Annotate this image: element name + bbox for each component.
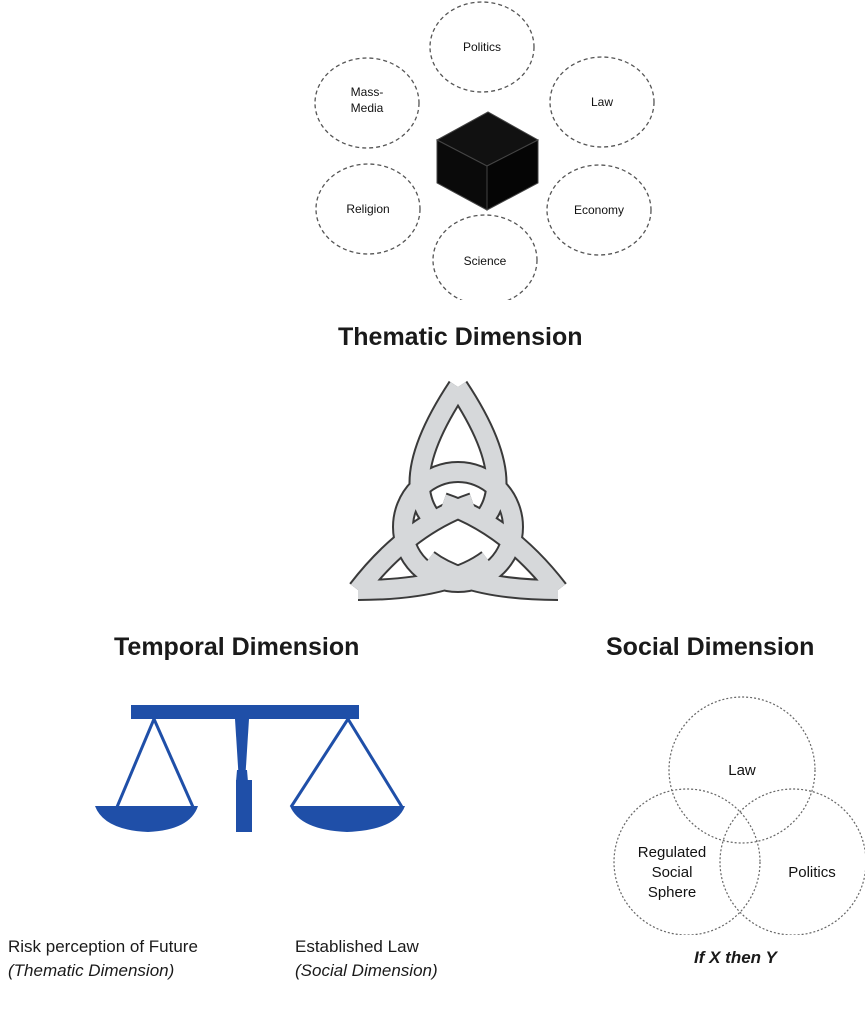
sphere-mass-media: [314, 57, 420, 149]
venn-label-law: Law: [728, 762, 756, 779]
sphere-science: [432, 214, 538, 300]
sphere-religion: [315, 163, 421, 255]
scale-pans: [95, 780, 405, 832]
social-dimension-title: Social Dimension: [606, 633, 815, 661]
label-religion: Religion: [346, 202, 389, 216]
if-x-then-y: If X then Y: [694, 948, 777, 967]
left-pan: [95, 806, 198, 832]
established-law-caption: Established Law (Social Dimension): [295, 935, 438, 983]
label-mass-media-line2: Media: [351, 101, 384, 115]
label-politics: Politics: [463, 40, 501, 54]
temporal-dimension-title: Temporal Dimension: [114, 633, 360, 661]
venn-circle-politics: [719, 788, 865, 935]
venn-label-regulated-3: Sphere: [648, 884, 696, 901]
established-law-sub: (Social Dimension): [295, 961, 438, 980]
thematic-dimension-title: Thematic Dimension: [338, 323, 583, 351]
thematic-diagram: Politics Law Economy Science Religion Ma…: [314, 1, 655, 300]
label-law: Law: [591, 95, 613, 109]
scale-base: [236, 780, 252, 832]
cube-icon: [435, 111, 540, 211]
risk-perception-label: Risk perception of Future: [8, 937, 198, 956]
label-science: Science: [464, 254, 507, 268]
sphere-economy: [546, 164, 652, 256]
venn-circle-regulated: [613, 788, 761, 935]
right-pan: [290, 806, 405, 832]
risk-perception-sub: (Thematic Dimension): [8, 961, 175, 980]
venn-label-regulated-1: Regulated: [638, 844, 706, 861]
venn-label-politics: Politics: [788, 864, 836, 881]
venn-diagram: Law Regulated Social Sphere Politics: [613, 696, 865, 935]
established-law-label: Established Law: [295, 937, 419, 956]
sphere-law: [549, 56, 655, 148]
label-economy: Economy: [574, 203, 624, 217]
scale-drawing: [115, 705, 404, 808]
risk-perception-caption: Risk perception of Future (Thematic Dime…: [8, 935, 198, 983]
triquetra-icon: [349, 380, 567, 601]
venn-circle-law: [668, 696, 816, 844]
venn-label-regulated-2: Social: [652, 864, 693, 881]
label-mass-media-line1: Mass-: [351, 85, 384, 99]
sphere-politics: [429, 1, 535, 93]
